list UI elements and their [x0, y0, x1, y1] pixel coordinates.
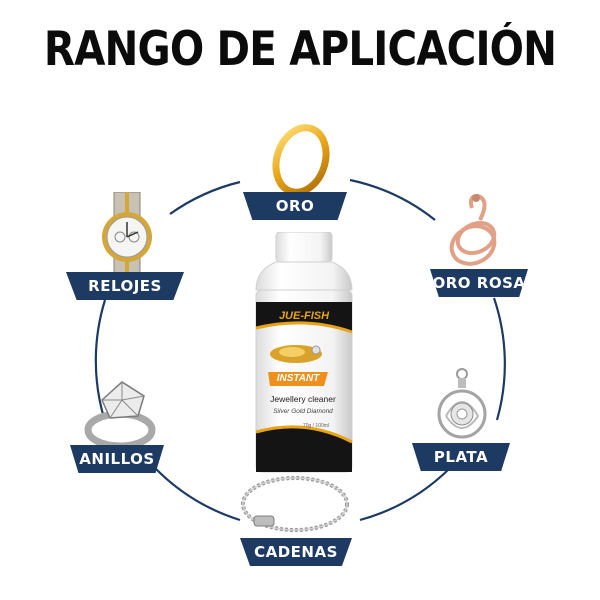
- label-anillos: ANILLOS: [70, 445, 164, 473]
- label-oro: ORO: [243, 192, 347, 220]
- label-plata: PLATA: [412, 443, 510, 471]
- gold-ring-icon: [266, 118, 336, 198]
- silver-pendant-icon: [432, 366, 492, 446]
- diamond-ring-icon: [80, 378, 164, 454]
- product-volume: 70g / 100ml: [302, 423, 330, 429]
- product-bottle: JUE-FISH INSTANT Jewellery cleaner Silve…: [246, 231, 362, 477]
- rose-gold-snake-ring-icon: [440, 190, 510, 280]
- product-name: Jewellery cleaner: [270, 394, 336, 404]
- product-subtitle: Silver Gold Diamond: [273, 408, 333, 415]
- label-oro-rosa: ORO ROSA: [430, 269, 528, 297]
- label-relojes: RELOJES: [66, 272, 184, 300]
- label-cadenas: CADENAS: [240, 538, 352, 566]
- page-title: RANGO DE APLICACIÓN: [43, 22, 557, 77]
- product-brand: JUE-FISH: [278, 310, 330, 322]
- product-badge: INSTANT: [276, 373, 320, 384]
- watch-icon: [92, 191, 162, 283]
- chain-bracelet-icon: [236, 468, 354, 540]
